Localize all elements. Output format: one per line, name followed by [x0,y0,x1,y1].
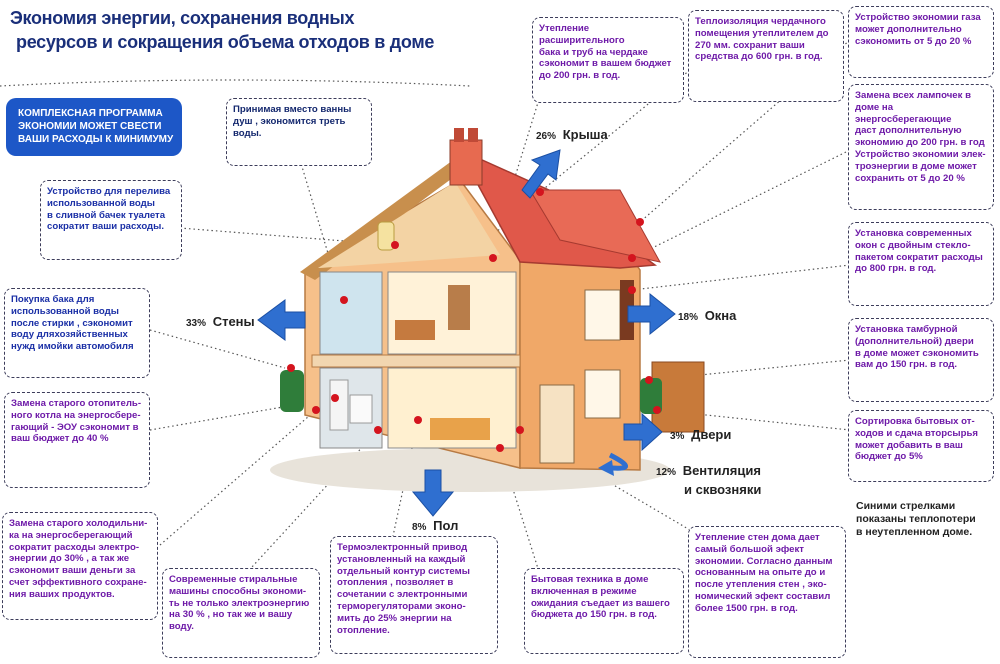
box-attic-insulation: Теплоизоляция чердачного помещения утепл… [688,10,844,102]
loss-windows-label: 18% Окна [678,308,737,323]
roof-arrow [521,149,561,199]
walls-arrow [257,299,306,341]
house-shape [270,128,705,492]
doors-arrow [623,412,663,452]
floor-arrow [411,469,455,517]
box-windows: Установка современных окон с двойным сте… [848,222,994,306]
loss-vent-label: 12% Вентиляция и сквозняки [656,463,762,497]
box-fridge: Замена старого холодильни- ка на энергос… [2,512,158,620]
box-thermo: Термоэлектронный привод установленный на… [330,536,498,654]
box-gas: Устройство экономии газа может дополните… [848,6,994,78]
title-line-1: Экономия энергии, сохранения водных [10,8,355,28]
box-appliances: Бытовая техника в доме включенная в режи… [524,568,684,654]
box-toilet: Устройство для перелива использованной в… [40,180,182,260]
box-tank: Покупка бака для использованной воды пос… [4,288,150,378]
box-washer: Современные стиральные машины способны э… [162,568,320,658]
box-waste: Сортировка бытовых от- ходов и сдача вто… [848,410,994,482]
box-attic-tank: Утепление расширительного бака и труб на… [532,17,684,103]
box-door: Установка тамбурной (дополнительной) две… [848,318,994,402]
legend-note: Синими стрелками показаны теплопотери в … [856,500,976,538]
loss-doors-label: 3% Двери [670,427,732,442]
box-shower: Принимая вместо ванны душ , экономится т… [226,98,372,166]
title-line-2: ресурсов и сокращения объема отходов в д… [16,32,435,52]
box-walls-insulation: Утепление стен дома дает самый большой э… [688,526,846,658]
page-title: Экономия энергии, сохранения водных ресу… [10,6,440,54]
box-boiler: Замена старого отопитель- ного котла на … [4,392,150,488]
windows-arrow [627,292,676,336]
heat-loss-arrows [257,149,676,517]
loss-floor-label: 8% Пол [412,518,459,533]
loss-walls-label: 33% Стены [186,314,255,329]
program-banner: КОМПЛЕКСНАЯ ПРОГРАММА ЭКОНОМИИ МОЖЕТ СВЕ… [6,98,182,156]
loss-roof-label: 26% Крыша [536,127,608,142]
marker-dots [287,188,661,452]
vent-arrow [598,460,614,476]
box-lamps: Замена всех лампочек в доме на энергосбе… [848,84,994,210]
